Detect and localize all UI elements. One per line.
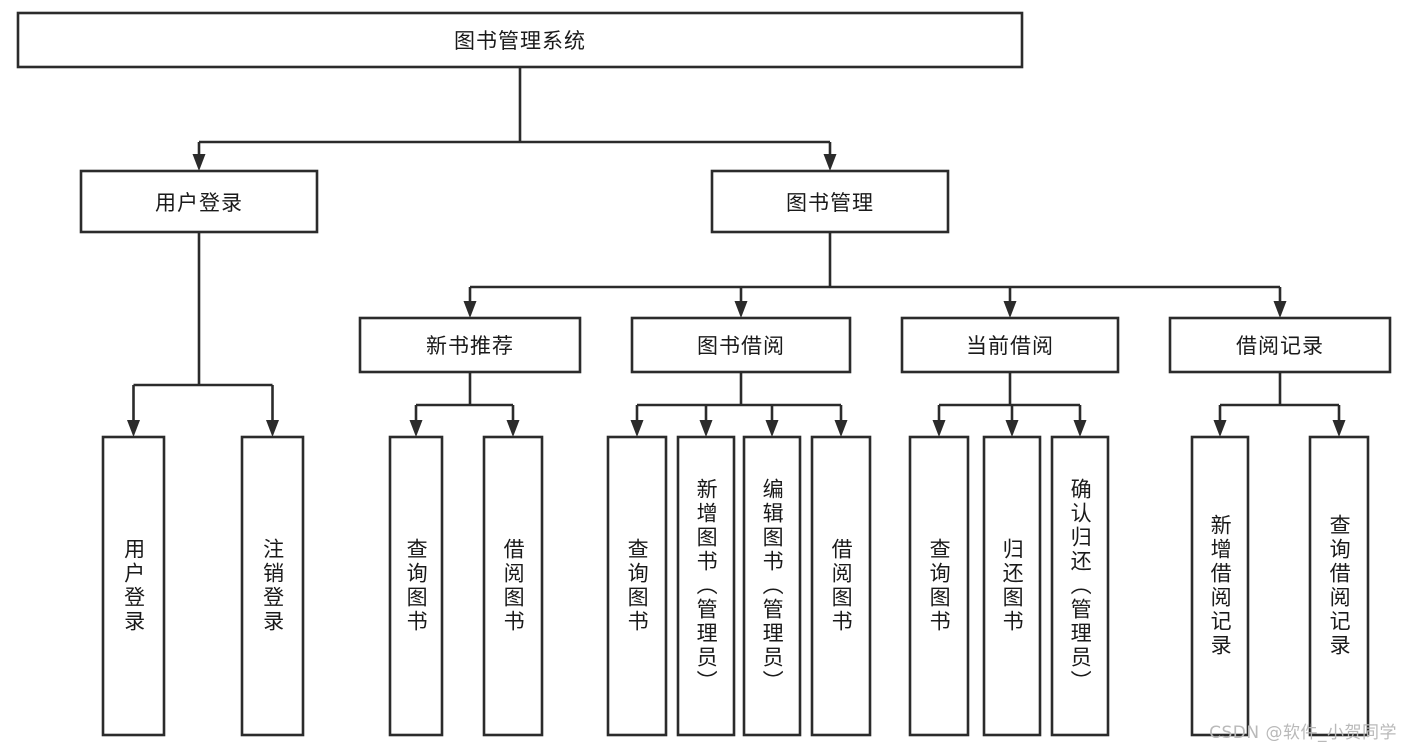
boxes-layer — [16, 11, 1392, 737]
book-manage-to-l2-3-arrowhead — [1273, 301, 1287, 318]
node-book-borrow-box — [630, 316, 852, 374]
book-borrow-to-leaf-3-arrowhead — [834, 420, 848, 437]
user-login-to-leaf-0-arrowhead — [127, 420, 140, 437]
connectors-layer — [127, 67, 1346, 437]
leaf-leaf-confirm-return-box — [1050, 435, 1110, 737]
new-book-recommend-to-leaf-0-arrowhead — [409, 420, 423, 437]
book-manage-to-l2-1-arrowhead — [734, 301, 748, 318]
leaf-leaf-borrow-book-2-box — [810, 435, 872, 737]
new-book-recommend-to-leaf-1-arrowhead — [506, 420, 520, 437]
book-manage-to-l2-0-arrowhead — [463, 301, 477, 318]
book-manage-to-l2-2-arrowhead — [1003, 301, 1017, 318]
node-current-borrow-box — [900, 316, 1120, 374]
borrow-record-to-leaf-1-arrowhead — [1332, 420, 1346, 437]
leaf-leaf-edit-book-box — [742, 435, 802, 737]
current-borrow-to-leaf-0-arrowhead — [932, 420, 946, 437]
leaf-leaf-query-book-3-box — [908, 435, 970, 737]
leaf-leaf-query-book-2-box — [606, 435, 668, 737]
leaf-leaf-query-record-box — [1308, 435, 1370, 737]
root-to-l1-1-arrowhead — [823, 154, 837, 171]
node-book-manage-box — [710, 169, 950, 234]
current-borrow-to-leaf-2-arrowhead — [1073, 420, 1087, 437]
leaf-leaf-add-book-box — [676, 435, 736, 737]
node-new-book-recommend-box — [358, 316, 582, 374]
root-to-l1-0-arrowhead — [192, 154, 206, 171]
leaf-leaf-add-record-box — [1190, 435, 1250, 737]
node-borrow-record-box — [1168, 316, 1392, 374]
book-borrow-to-leaf-2-arrowhead — [765, 420, 779, 437]
borrow-record-to-leaf-0-arrowhead — [1213, 420, 1227, 437]
leaf-leaf-borrow-book-1-box — [482, 435, 544, 737]
current-borrow-to-leaf-1-arrowhead — [1005, 420, 1019, 437]
book-borrow-to-leaf-0-arrowhead — [630, 420, 644, 437]
book-borrow-to-leaf-1-arrowhead — [699, 420, 713, 437]
user-login-to-leaf-1-arrowhead — [266, 420, 279, 437]
leaf-leaf-query-book-1-box — [388, 435, 444, 737]
node-user-login-box — [79, 169, 319, 234]
leaf-leaf-return-book-box — [982, 435, 1042, 737]
node-root-box — [16, 11, 1024, 69]
leaf-leaf-user-login-box — [101, 435, 166, 737]
leaf-leaf-user-logout-box — [240, 435, 305, 737]
